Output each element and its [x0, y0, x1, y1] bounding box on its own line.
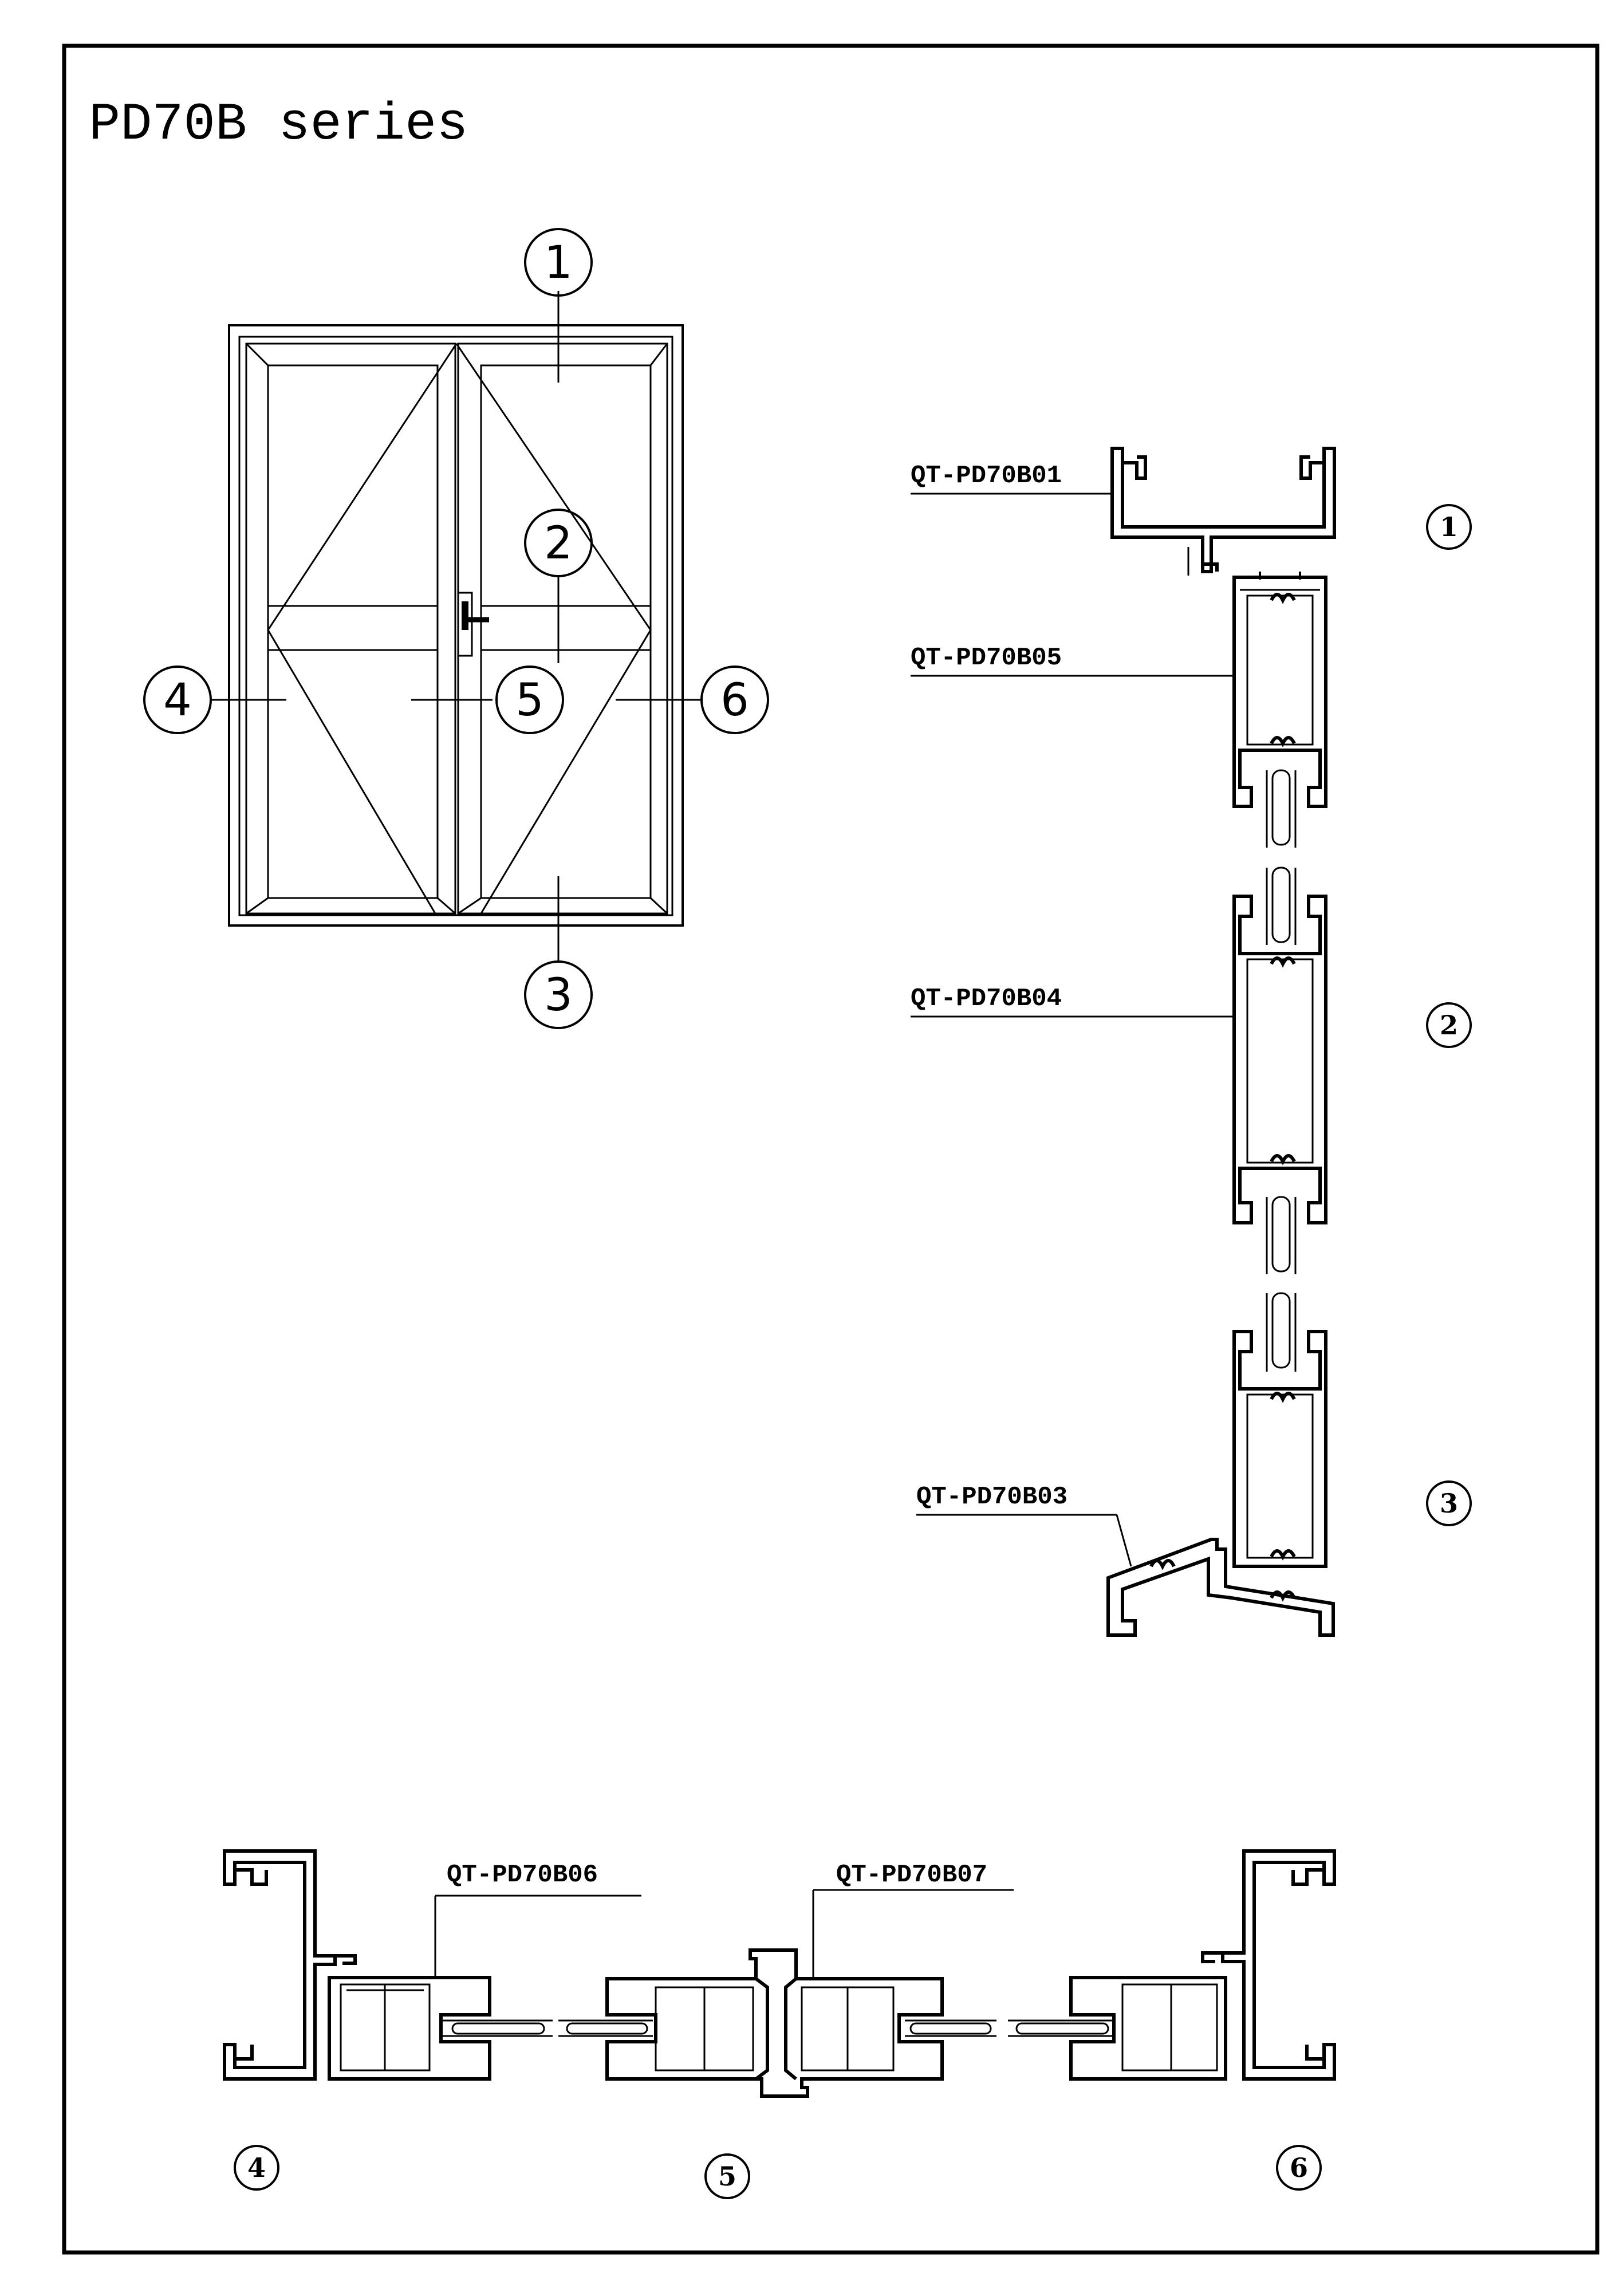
drawing-title: PD70B series	[89, 94, 468, 155]
label-pd70b07: QT-PD70B07	[836, 1861, 987, 1889]
left-leaf	[245, 342, 456, 915]
label-pd70b05: QT-PD70B05	[911, 644, 1062, 672]
door-handle	[457, 592, 473, 657]
section-marker-5: 5	[704, 2153, 750, 2199]
outer-frame-inner-edge	[238, 336, 673, 916]
outer-frame	[228, 324, 684, 927]
callout-2: 2	[524, 509, 593, 577]
glass-pane-lower	[1266, 1196, 1297, 1372]
callout-5: 5	[495, 665, 564, 734]
svg-text:1: 1	[544, 237, 573, 289]
sheet-border	[62, 44, 1600, 2255]
svg-text:3: 3	[544, 970, 573, 1021]
door-elevation: 1 2 3 4 5 6	[143, 228, 769, 1029]
section-marker-3: 3	[1426, 1480, 1472, 1526]
label-pd70b04: QT-PD70B04	[911, 984, 1062, 1013]
profile-pd70b06	[328, 1976, 491, 2081]
profile-pd70b05	[1232, 572, 1327, 808]
svg-text:3: 3	[1440, 1488, 1458, 1519]
glass-pane-right	[905, 2019, 1114, 2037]
svg-text:6: 6	[1290, 2152, 1308, 2183]
svg-text:6: 6	[720, 675, 749, 726]
right-jamb-profile	[1201, 1849, 1336, 2081]
profile-pd70b07	[605, 1948, 944, 2098]
profile-pd70b04	[1232, 895, 1327, 1224]
right-sash-profile	[1069, 1976, 1227, 2081]
section-marker-4: 4	[234, 2145, 279, 2191]
svg-text:5: 5	[515, 675, 544, 726]
svg-text:5: 5	[718, 2161, 736, 2192]
callout-6: 6	[700, 665, 769, 734]
vertical-section: QT-PD70B01 QT-PD70B05	[911, 447, 1472, 1637]
section-marker-2: 2	[1426, 1002, 1472, 1048]
label-pd70b06: QT-PD70B06	[447, 1861, 598, 1889]
section-marker-6: 6	[1276, 2145, 1322, 2191]
horizontal-section: QT-PD70B06 QT-PD70B07	[223, 1849, 1336, 2199]
svg-text:4: 4	[247, 2152, 266, 2183]
callout-3: 3	[524, 960, 593, 1029]
svg-text:1: 1	[1440, 511, 1458, 542]
glass-pane-left	[441, 2019, 653, 2037]
svg-text:2: 2	[1440, 1010, 1458, 1041]
right-leaf	[457, 342, 668, 915]
right-leaf-glass	[480, 364, 652, 899]
left-jamb-profile	[223, 1849, 357, 2081]
callout-1: 1	[524, 228, 593, 297]
svg-text:4: 4	[163, 675, 192, 726]
left-swing-indicator	[267, 343, 458, 914]
profile-pd70b03	[1106, 1330, 1335, 1637]
svg-text:2: 2	[544, 518, 573, 569]
left-leaf-glass	[267, 364, 439, 899]
label-pd70b03: QT-PD70B03	[916, 1483, 1067, 1511]
profile-pd70b01	[1110, 447, 1336, 576]
callout-4: 4	[143, 665, 212, 734]
right-swing-indicator	[455, 343, 652, 914]
section-marker-1: 1	[1426, 504, 1472, 550]
glass-pane-upper	[1266, 769, 1297, 945]
label-pd70b01: QT-PD70B01	[911, 462, 1062, 490]
